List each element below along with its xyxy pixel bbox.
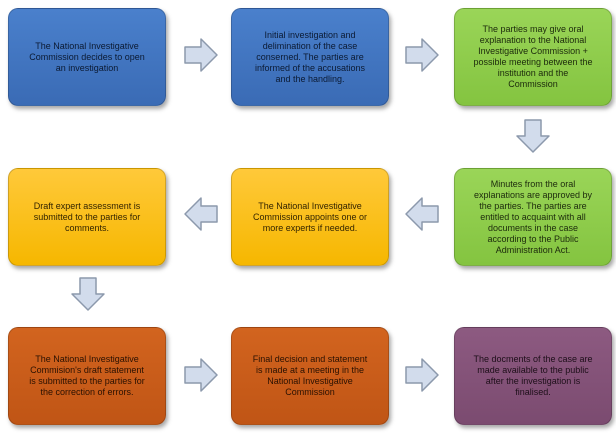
step-2-initial-investigation: Initial investigation and delimination o… (231, 8, 389, 106)
step-5-appoint-experts: The National Investigative Commission ap… (231, 168, 389, 266)
step-8-final-decision: Final decision and statement is made at … (231, 327, 389, 425)
step-3-oral-explanation: The parties may give oral explanation to… (454, 8, 612, 106)
step-9-documents-public: The docments of the case are made availa… (454, 327, 612, 425)
step-9-text: The docments of the case are made availa… (473, 354, 593, 397)
step-2-text: Initial investigation and delimination o… (254, 29, 366, 84)
step-6-draft-expert-assessment: Draft expert assessment is submitted to … (8, 168, 166, 266)
step-1-open-investigation: The National Investigative Commission de… (8, 8, 166, 106)
arrow-right-icon (183, 357, 219, 393)
step-7-draft-statement: The National Investigative Commision's d… (8, 327, 166, 425)
step-3-text: The parties may give oral explanation to… (473, 24, 593, 89)
step-5-text: The National Investigative Commission ap… (252, 200, 368, 233)
step-6-text: Draft expert assessment is submitted to … (33, 200, 141, 233)
step-4-minutes-approved: Minutes from the oral explanations are a… (454, 168, 612, 266)
arrow-right-icon (404, 357, 440, 393)
step-7-text: The National Investigative Commision's d… (29, 354, 145, 397)
arrow-right-icon (404, 37, 440, 73)
arrow-left-icon (404, 196, 440, 232)
step-4-text: Minutes from the oral explanations are a… (473, 178, 593, 255)
arrow-left-icon (183, 196, 219, 232)
step-8-text: Final decision and statement is made at … (252, 354, 368, 397)
step-1-text: The National Investigative Commission de… (29, 40, 145, 73)
arrow-right-icon (183, 37, 219, 73)
arrow-down-icon (515, 118, 551, 154)
arrow-down-icon (70, 276, 106, 312)
